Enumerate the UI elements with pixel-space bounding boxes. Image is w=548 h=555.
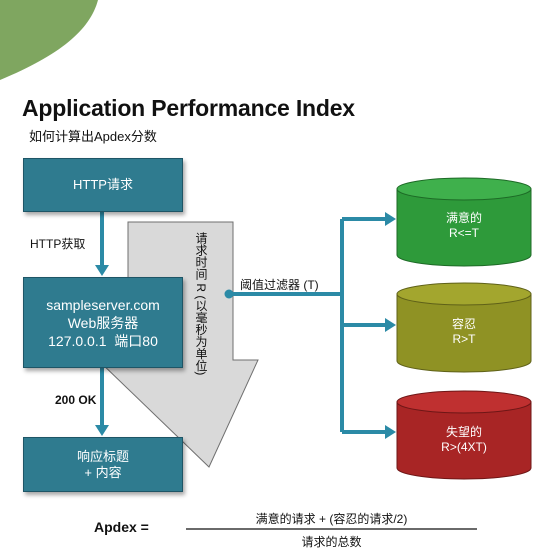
apdex-formula-denominator: 请求的总数 [301,535,362,549]
response-content-label: + 内容 [84,464,122,480]
connector-http-to-server [95,211,109,276]
bucket-satisfied: 满意的 R<=T [398,197,530,255]
apdex-formula-label: Apdex = [94,519,149,535]
http-request-box: HTTP请求 [23,158,183,212]
server-type: Web服务器 [67,314,139,331]
bucket-tolerating-name: 容忍 [451,317,476,331]
corner-leaf-decoration [0,0,98,80]
bucket-satisfied-name: 满意的 [445,211,482,225]
cylinder-frustrated [396,390,532,480]
connector-server-to-response [95,367,109,436]
cylinder-satisfied [396,177,532,267]
http-fetch-label: HTTP获取 [30,237,86,251]
apdex-formula-numerator: 满意的请求 + (容忍的请求/2) [255,512,408,526]
bucket-satisfied-condition: R<=T [448,226,479,240]
bucket-frustrated-condition: R>(4XT) [441,440,487,454]
cylinder-tolerating [396,282,532,373]
response-time-label: 请求时间 R (以毫秒为单位) [194,232,208,376]
web-server-box: sampleserver.com Web服务器 127.0.0.1 端口80 [23,277,183,368]
status-ok-label: 200 OK [55,393,97,407]
server-address: 127.0.0.1 端口80 [48,332,158,349]
response-header-label: 响应标题 [76,448,129,464]
connector-threshold-filter [224,212,396,439]
http-request-label: HTTP请求 [73,177,133,192]
bucket-tolerating-condition: R>T [452,332,476,346]
bucket-frustrated: 失望的 R>(4XT) [398,410,530,470]
page-title: Application Performance Index [22,95,355,121]
response-box: 响应标题 + 内容 [23,437,183,492]
server-hostname: sampleserver.com [46,296,160,313]
bucket-tolerating: 容忍 R>T [398,302,530,362]
bucket-frustrated-name: 失望的 [445,425,482,439]
threshold-filter-label: 阈值过滤器 (T) [240,278,319,292]
page-subtitle: 如何计算出Apdex分数 [29,129,157,144]
